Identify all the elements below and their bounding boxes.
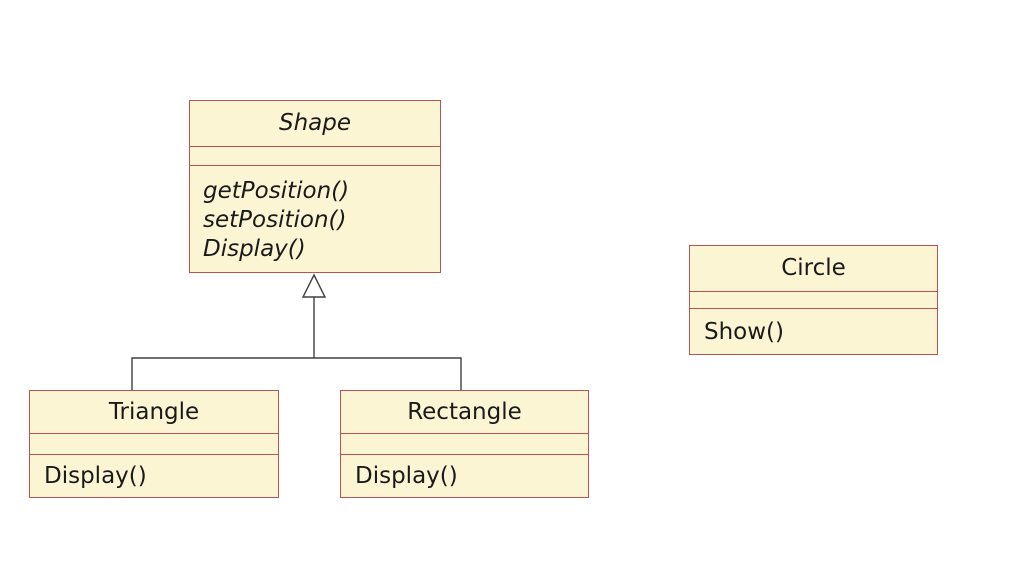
class-methods-circle: Show()	[690, 309, 937, 354]
class-title-rectangle: Rectangle	[341, 391, 588, 434]
class-box-shape: Shape getPosition() setPosition() Displa…	[189, 100, 441, 273]
method-triangle-display: Display()	[44, 463, 147, 489]
class-box-triangle: Triangle Display()	[29, 390, 279, 498]
class-methods-rectangle: Display()	[341, 455, 588, 497]
class-attributes-rectangle	[341, 434, 588, 455]
class-attributes-circle	[690, 292, 937, 309]
class-title-triangle: Triangle	[30, 391, 278, 434]
method-circle-show: Show()	[704, 318, 785, 345]
class-title-shape: Shape	[190, 101, 440, 147]
class-box-rectangle: Rectangle Display()	[340, 390, 589, 498]
inheritance-arrowhead-icon	[301, 273, 327, 298]
method-getposition: getPosition()	[203, 178, 350, 204]
method-rectangle-display: Display()	[355, 463, 458, 489]
class-title-circle: Circle	[690, 246, 937, 292]
method-shape-display: Display()	[203, 236, 306, 262]
class-methods-triangle: Display()	[30, 455, 278, 497]
inheritance-branch-line	[131, 357, 462, 390]
class-attributes-triangle	[30, 434, 278, 455]
class-methods-shape: getPosition() setPosition() Display()	[190, 166, 440, 272]
class-attributes-shape	[190, 147, 440, 166]
class-box-circle: Circle Show()	[689, 245, 938, 355]
method-setposition: setPosition()	[203, 207, 347, 233]
